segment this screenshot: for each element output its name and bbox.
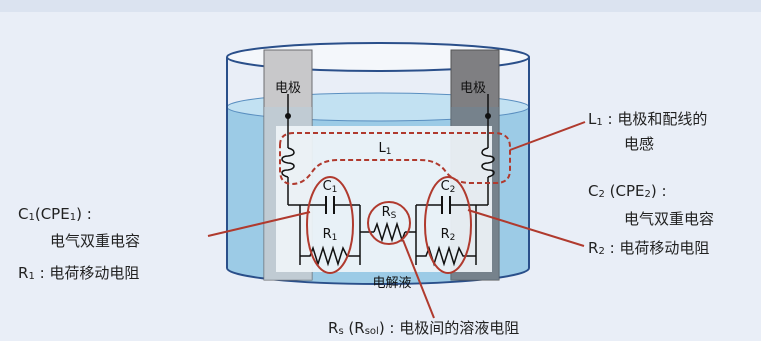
- rs-highlight-circle: [367, 201, 411, 245]
- r1-callout: R1 : 电荷移动电阻: [18, 264, 140, 282]
- l1-callout-desc: 电感: [624, 135, 655, 153]
- inductor-left: [281, 147, 295, 178]
- c1-leader-line: [207, 211, 311, 237]
- r2-leader-line: [467, 209, 585, 247]
- l1-highlight-outline: [279, 132, 511, 186]
- c2-callout-title: C2 (CPE2) :: [588, 182, 667, 200]
- c1-highlight-ellipse: [306, 176, 354, 274]
- r1-resistor: [300, 245, 360, 267]
- c2-callout-desc: 电气双重电容: [624, 210, 715, 228]
- r2-symbol: R2: [441, 227, 456, 243]
- inductor-right: [481, 147, 495, 178]
- beaker-bottom: [226, 267, 530, 285]
- electrode-label-right: 电极: [460, 81, 486, 96]
- c1-symbol: C1: [323, 179, 338, 195]
- r2-callout: R2 : 电荷移动电阻: [588, 239, 710, 257]
- c2-highlight-ellipse: [424, 176, 472, 274]
- rs-callout: Rs (Rsol) : 电极间的溶液电阻: [328, 319, 520, 337]
- c2-symbol: C2: [441, 179, 456, 195]
- l1-symbol: L1: [379, 141, 392, 157]
- rs-resistor: [373, 221, 406, 243]
- l1-callout-title: L1 : 电极和配线的: [588, 110, 708, 128]
- r1-symbol: R1: [323, 227, 338, 243]
- header-band: [0, 0, 761, 12]
- rs-symbol: RS: [382, 205, 397, 221]
- electrolyte-label: 电解液: [372, 276, 411, 291]
- electrode-label-left: 电极: [275, 81, 301, 96]
- l1-leader-line: [509, 121, 586, 151]
- rs-leader-line: [402, 239, 435, 319]
- circuit-panel: [276, 126, 492, 272]
- c1-callout-title: C1(CPE1) :: [18, 205, 92, 223]
- c1-callout-desc: 电气双重电容: [50, 232, 141, 250]
